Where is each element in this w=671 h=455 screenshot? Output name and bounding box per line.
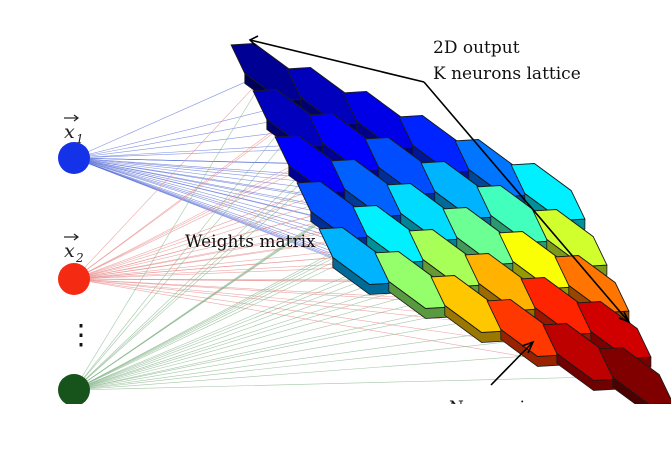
weight-connection — [73, 71, 269, 159]
weight-connection — [73, 117, 291, 280]
weight-connection — [73, 255, 357, 280]
weight-connection — [73, 327, 525, 391]
weight-connection — [73, 117, 291, 391]
bottom-crop — [0, 404, 671, 455]
weight-connection — [73, 71, 269, 391]
weight-connection — [73, 71, 269, 280]
weight-connection — [73, 255, 357, 391]
svg-text:x: x — [64, 240, 75, 262]
weights-matrix-label: Weights matrix — [185, 232, 316, 252]
weight-connection — [73, 278, 525, 329]
weight-connection — [73, 209, 335, 391]
neuron-lattice — [230, 43, 671, 415]
svg-text:2: 2 — [75, 251, 84, 265]
weight-connection — [73, 117, 291, 159]
input-neuron-x1 — [58, 142, 90, 174]
input-neuron-x2 — [58, 263, 90, 295]
svg-text:x: x — [64, 121, 75, 143]
input-ellipsis: ⋮ — [67, 318, 95, 351]
svg-text:1: 1 — [76, 132, 84, 146]
input-label-x2: x 2 — [64, 233, 84, 265]
weight-connection — [73, 163, 313, 280]
input-neuron-xn — [58, 374, 90, 406]
lattice-top-arrow — [248, 35, 631, 324]
weight-connection — [73, 163, 313, 391]
weight-connection — [73, 209, 335, 280]
input-label-x1: x 1 — [64, 114, 84, 146]
output-label-line1: 2D output — [433, 38, 520, 58]
weight-connection — [73, 375, 637, 391]
weight-connection — [73, 351, 581, 391]
neuron-pointer-arrow — [490, 340, 535, 386]
weight-connection — [73, 279, 413, 391]
output-label-line2: K neurons lattice — [433, 64, 581, 84]
weight-connection — [73, 157, 357, 257]
weight-connection — [73, 303, 469, 391]
